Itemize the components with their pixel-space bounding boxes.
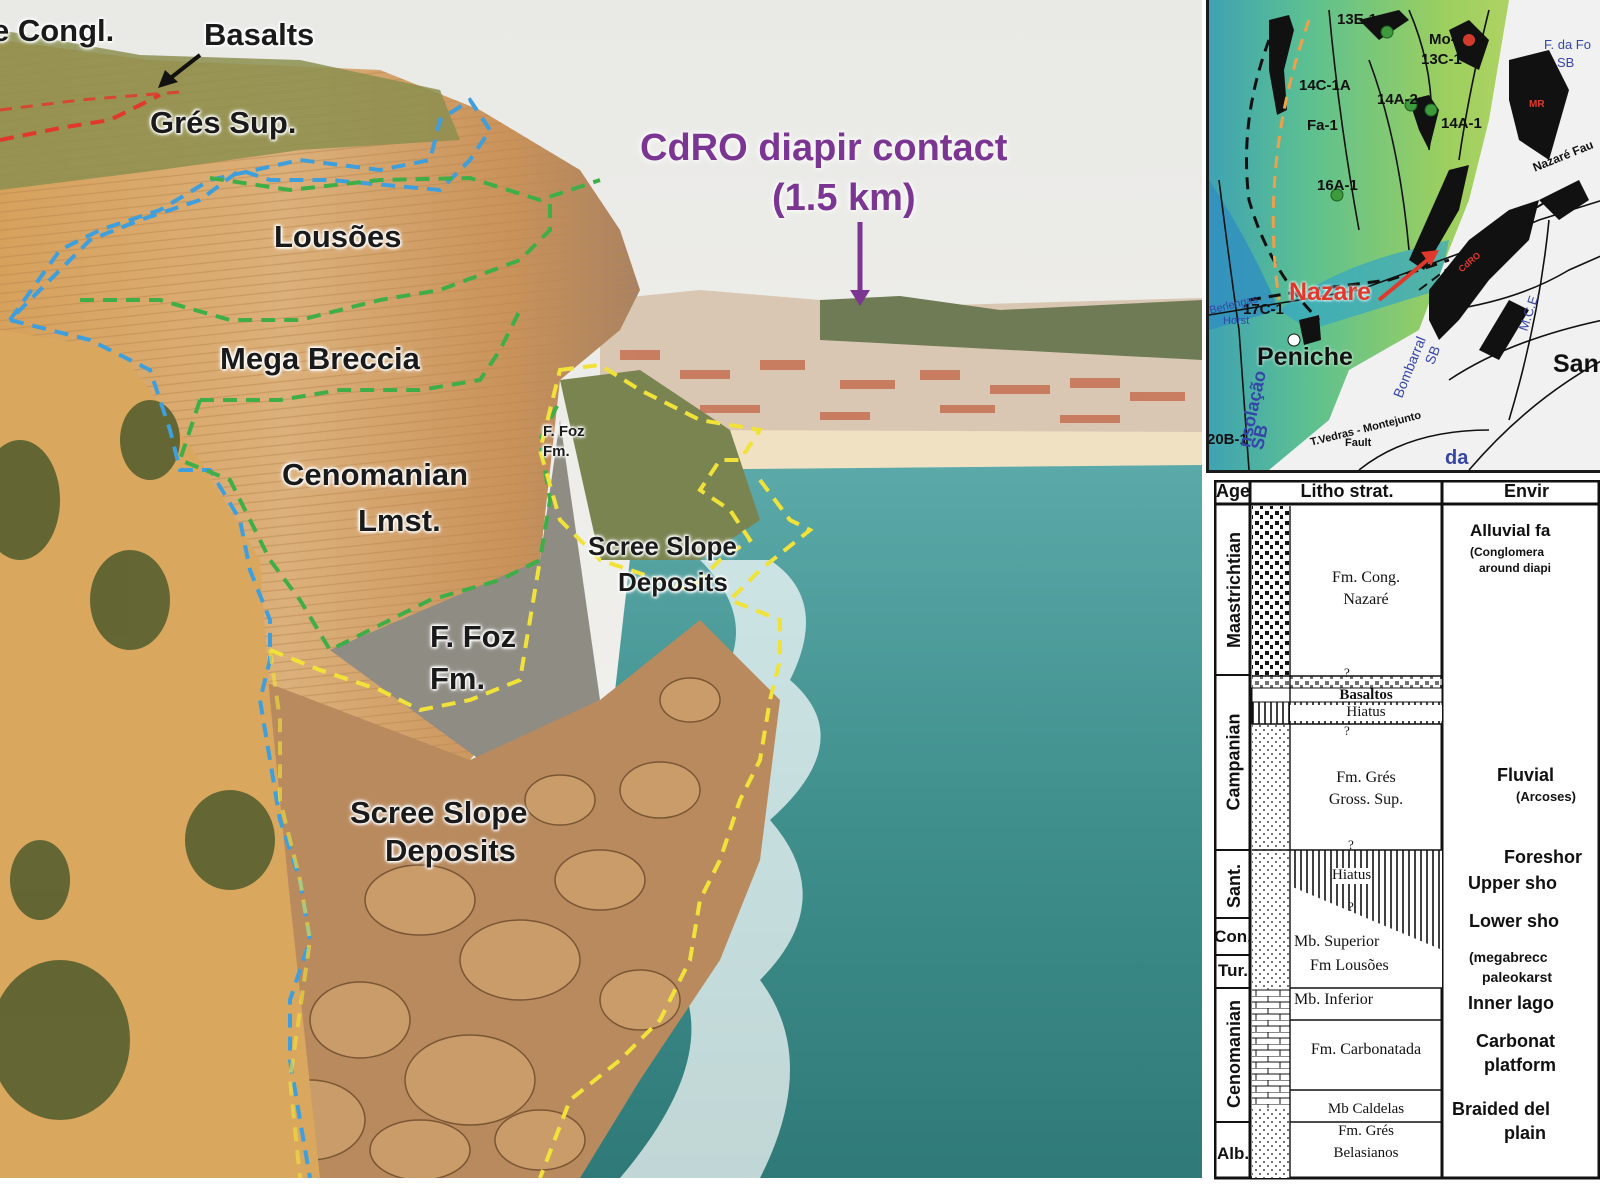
map-label-san: San [1553, 350, 1599, 378]
strat-env-alluvial-sub-line1: (Conglomera [1470, 545, 1545, 559]
strat-unit-q1: ? [1344, 665, 1350, 680]
strat-env-paleokarst: paleokarst [1482, 969, 1553, 985]
strat-env-inner-lagoon: Inner lago [1468, 993, 1555, 1013]
label-ffoz-small-line1: F. Foz [543, 423, 585, 440]
label-mega-breccia: Mega Breccia [220, 341, 420, 376]
strat-unit-carbonatada: Fm. Carbonatada [1310, 1041, 1422, 1058]
map-well-14a2: 14A-2 [1377, 91, 1418, 108]
label-basalts: Basalts [204, 17, 315, 52]
map-well-13c1: 13C-1 [1421, 51, 1462, 68]
strat-env-carbonate: Carbonat [1476, 1031, 1556, 1051]
strat-unit-hiatus-1: Hiatus [1290, 704, 1442, 721]
strat-unit-fm-lousoes: Fm Lousões [1310, 957, 1389, 974]
label-diapir-contact-line1: CdRO diapir contact [640, 127, 1008, 169]
map-well-13e1: 13E-1 [1337, 11, 1378, 28]
strat-env-fluvial-sub: (Arcoses) [1516, 789, 1576, 804]
strat-header-litho: Litho strat. [1300, 481, 1394, 501]
strat-unit-belas-line1: Fm. Grés [1338, 1123, 1394, 1139]
label-scree-upper-line2: Deposits [618, 567, 728, 597]
strat-env-megabreccia: (megabrecc [1469, 949, 1548, 965]
strat-env-plain: plain [1504, 1123, 1547, 1143]
map-well-16a1: 16A-1 [1317, 177, 1358, 194]
map-label-nazare: Nazare [1289, 278, 1371, 306]
strat-unit-cong-line2: Nazaré [1343, 591, 1389, 608]
cliff-photo-illustration [0, 0, 1202, 1178]
strat-unit-caldelas: Mb Caldelas [1327, 1101, 1405, 1117]
strat-unit-q3: ? [1348, 837, 1354, 852]
map-well-fa1: Fa-1 [1307, 117, 1338, 134]
label-congl: e Congl. [0, 13, 115, 48]
map-label-mr: MR [1529, 99, 1545, 110]
label-scree-upper-line1: Scree Slope [588, 531, 737, 561]
strat-age-maastrichtian: Maastrichtian [1224, 531, 1244, 649]
map-label-consolacao-line2: SB [1247, 422, 1272, 452]
map-well-14c1a: 14C-1A [1299, 77, 1351, 94]
location-map: 13E-1 Mo- 13C-1 14C-1A 14A-2 Fa-1 14A-1 … [1206, 0, 1600, 473]
map-label-ffoz-sb-line1: F. da Fo [1544, 37, 1591, 52]
label-scree-lower-line1: Scree Slope [350, 795, 528, 830]
strat-env-alluvial: Alluvial fa [1470, 521, 1551, 540]
strat-env-upper-shoreface: Upper sho [1468, 873, 1558, 893]
map-label-tvedras-line2: Fault [1345, 437, 1372, 449]
strat-unit-gres-line2: Gross. Sup. [1328, 791, 1404, 808]
strat-age-coniacian: Con. [1214, 927, 1252, 946]
label-cenomanian-line2: Lmst. [358, 503, 441, 538]
map-well-mo: Mo- [1429, 31, 1456, 48]
strat-env-braided-delta: Braided del [1452, 1099, 1551, 1119]
strat-column-drawing [1214, 480, 1600, 1180]
strat-age-turonian: Tur. [1218, 961, 1248, 980]
stratigraphic-column: Age Litho strat. Envir Maastrichtian Cam… [1214, 480, 1600, 1180]
strat-age-cenomanian: Cenomanian [1224, 999, 1244, 1109]
strat-env-platform: platform [1484, 1055, 1556, 1075]
strat-unit-mb-superior: Mb. Superior [1294, 933, 1380, 950]
label-ffoz-line2: Fm. [430, 661, 486, 696]
strat-header-age: Age [1215, 481, 1250, 501]
map-well-14a1: 14A-1 [1441, 115, 1482, 132]
map-label-ffoz-sb-line2: SB [1557, 55, 1575, 70]
cliff-photo: e Congl. Basalts Grés Sup. Lousões Mega … [0, 0, 1202, 1178]
strat-unit-belas-line2: Belasianos [1333, 1145, 1399, 1161]
map-label-partial-bottom: da [1445, 447, 1469, 469]
strat-header-env: Envir [1504, 481, 1550, 501]
map-label-berlengas-line2: Horst [1223, 315, 1250, 327]
label-ffoz-line1: F. Foz [430, 619, 517, 654]
strat-env-fluvial: Fluvial [1497, 765, 1555, 785]
strat-age-campanian: Campanian [1223, 713, 1244, 811]
label-lousoes: Lousões [274, 219, 402, 254]
strat-unit-cong-line1: Fm. Cong. [1331, 569, 1400, 586]
map-well-17c1: 17C-1 [1243, 301, 1284, 318]
strat-unit-hiatus-2: Hiatus [1332, 867, 1372, 884]
strat-unit-mb-inferior: Mb. Inferior [1294, 991, 1374, 1008]
strat-env-lower-shoreface: Lower sho [1469, 911, 1560, 931]
map-illustration [1209, 0, 1600, 470]
map-well-20b1: 20B-1 [1207, 431, 1248, 448]
label-cenomanian-line1: Cenomanian [282, 457, 469, 492]
strat-unit-q4: ? [1348, 899, 1354, 914]
strat-unit-q2: ? [1344, 723, 1350, 738]
label-gres-sup: Grés Sup. [150, 105, 297, 140]
strat-env-alluvial-sub-line2: around diapi [1479, 561, 1551, 575]
strat-age-albian: Alb. [1216, 1144, 1250, 1163]
label-ffoz-small-line2: Fm. [543, 443, 570, 460]
strat-unit-gres-line1: Fm. Grés [1336, 769, 1396, 786]
label-scree-lower-line2: Deposits [385, 833, 516, 868]
strat-unit-basaltos: Basaltos [1339, 687, 1393, 703]
map-label-peniche: Peniche [1257, 343, 1353, 371]
strat-age-santonian: Sant. [1224, 864, 1244, 909]
label-diapir-contact-line2: (1.5 km) [772, 177, 916, 219]
strat-env-foreshore: Foreshor [1504, 847, 1583, 867]
